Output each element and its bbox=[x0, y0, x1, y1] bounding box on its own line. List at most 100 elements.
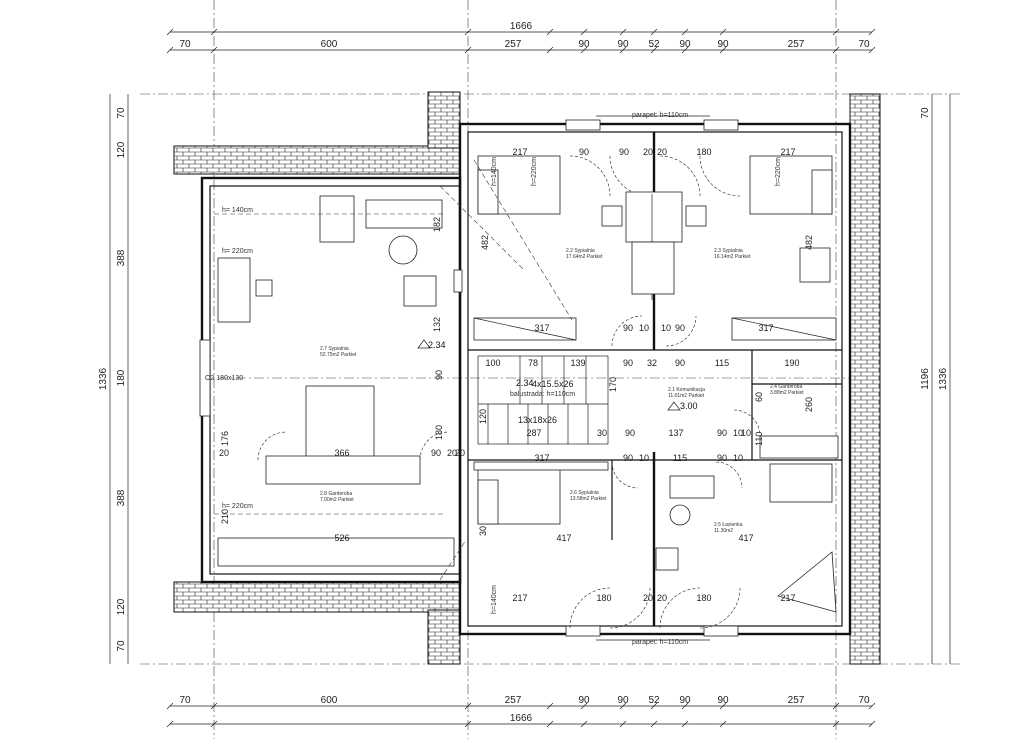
dim-label: 482 bbox=[480, 235, 490, 250]
dim-tick bbox=[546, 28, 554, 36]
dim-label: 90 bbox=[623, 453, 633, 463]
height-note: h= 140cm bbox=[222, 207, 253, 214]
masonry-hatching bbox=[173, 91, 881, 665]
top-dim-labels: 70 600 257 90 90 52 90 90 257 70 bbox=[179, 39, 870, 50]
dim-label: 170 bbox=[608, 377, 618, 392]
room-area: 3.88m2 Parkiet bbox=[770, 390, 804, 396]
dim-label: 366 bbox=[334, 448, 349, 458]
dim-label: 20 bbox=[447, 448, 457, 458]
dim-label: 317 bbox=[758, 323, 773, 333]
dim-tick bbox=[619, 720, 627, 728]
dim-label: 30 bbox=[597, 428, 607, 438]
dim-tick bbox=[681, 28, 689, 36]
room-name: 2.1 Komunikacja bbox=[668, 387, 705, 393]
room-area: 7.00m2 Parkiet bbox=[320, 497, 354, 503]
dim-label: 32 bbox=[647, 358, 657, 368]
dim-label: 180 bbox=[596, 593, 611, 603]
dim-label: 90 bbox=[579, 147, 589, 157]
bottom-dim-labels: 70 600 257 90 90 52 90 90 257 70 bbox=[179, 695, 870, 706]
room-area: 11.30m2 bbox=[714, 528, 733, 534]
dim-tick bbox=[650, 720, 658, 728]
dim-label: 20 bbox=[657, 593, 667, 603]
dim-label: 70 bbox=[858, 39, 870, 50]
windows bbox=[199, 115, 739, 641]
dim-tick bbox=[650, 702, 658, 710]
dim-label: 137 bbox=[668, 428, 683, 438]
dim-label: 20 bbox=[643, 593, 653, 603]
dim-label: 10 bbox=[639, 453, 649, 463]
height-note: h=220cm bbox=[775, 157, 782, 186]
left-dim-labels: 1336 70 120 388 180 388 120 70 bbox=[98, 107, 127, 652]
dim-tick bbox=[832, 720, 840, 728]
dim-label: 1336 bbox=[938, 367, 949, 390]
dim-label: 600 bbox=[321, 39, 338, 50]
dim-tick bbox=[681, 720, 689, 728]
dim-label: 120 bbox=[478, 409, 488, 424]
dim-label: 90 bbox=[717, 39, 729, 50]
dim-label: 90 bbox=[623, 323, 633, 333]
dim-tick bbox=[719, 46, 727, 54]
dim-tick bbox=[580, 720, 588, 728]
dim-label: 139 bbox=[570, 358, 585, 368]
dim-label: 90 bbox=[431, 448, 441, 458]
dim-label: 190 bbox=[784, 358, 799, 368]
dim-label: 10 bbox=[733, 428, 743, 438]
dim-label: 90 bbox=[617, 39, 629, 50]
dim-label: 120 bbox=[116, 598, 127, 615]
dim-label: 1336 bbox=[98, 367, 109, 390]
dim-label: 90 bbox=[675, 358, 685, 368]
right-dim-labels: 70 1196 1336 bbox=[920, 107, 949, 390]
dim-label: 317 bbox=[534, 323, 549, 333]
dim-label: 287 bbox=[526, 428, 541, 438]
dim-label: 90 bbox=[625, 428, 635, 438]
stair-labels: 4x15.5x26 13x18x26 bbox=[518, 379, 574, 425]
dim-label: 1196 bbox=[920, 368, 931, 390]
dim-label: 100 bbox=[485, 358, 500, 368]
dim-label: 90 bbox=[578, 39, 590, 50]
dim-label: 257 bbox=[788, 695, 805, 706]
dim-tick bbox=[832, 702, 840, 710]
height-note: h=140cm bbox=[491, 585, 498, 614]
dim-label: 90 bbox=[717, 428, 727, 438]
dim-tick bbox=[719, 28, 727, 36]
dim-label: 257 bbox=[505, 39, 522, 50]
stairs bbox=[487, 356, 589, 444]
dim-label: 482 bbox=[804, 235, 814, 250]
dim-label: 217 bbox=[512, 147, 527, 157]
dim-label: 20 bbox=[455, 448, 465, 458]
dim-label: 210 bbox=[220, 509, 230, 524]
dim-label: 10 bbox=[741, 428, 751, 438]
dim-tick bbox=[464, 720, 472, 728]
dim-label: 20 bbox=[219, 448, 229, 458]
height-note: h=220cm bbox=[531, 157, 538, 186]
dim-tick bbox=[832, 46, 840, 54]
dim-label: 257 bbox=[788, 39, 805, 50]
dim-tick bbox=[868, 46, 876, 54]
dim-tick bbox=[650, 28, 658, 36]
dim-tick bbox=[619, 702, 627, 710]
height-note: h= 220cm bbox=[222, 248, 253, 255]
parapet-note: parapet: h=110cm bbox=[632, 112, 688, 119]
room-name: 2.4 Garderoba bbox=[770, 384, 802, 390]
interior-dims: 217 90 90 20 20 180 217 182 482 482 132 … bbox=[219, 147, 814, 603]
dim-label: 10 bbox=[661, 323, 671, 333]
level-markers: 2.34 2.34 3.00 bbox=[417, 339, 698, 411]
dim-tick bbox=[580, 28, 588, 36]
stairs-lower-label: 13x18x26 bbox=[518, 415, 557, 425]
dim-label: 52 bbox=[648, 695, 660, 706]
dim-label: 526 bbox=[334, 533, 349, 543]
dim-tick bbox=[166, 28, 174, 36]
dim-label: 120 bbox=[116, 141, 127, 158]
dim-label: 90 bbox=[578, 695, 590, 706]
room-name: 2.3 Sypialnia bbox=[714, 248, 743, 254]
dim-label: 110 bbox=[754, 432, 764, 446]
dim-tick bbox=[166, 702, 174, 710]
height-note: h= 220cm bbox=[222, 503, 253, 510]
grid-lines bbox=[140, 0, 960, 739]
dim-label: 70 bbox=[179, 39, 191, 50]
parapet-note: parapet: h=110cm bbox=[632, 639, 688, 646]
balustrade-note: balustrada: h=110cm bbox=[510, 391, 575, 398]
dim-label: 217 bbox=[780, 147, 795, 157]
dim-label: 78 bbox=[528, 358, 538, 368]
